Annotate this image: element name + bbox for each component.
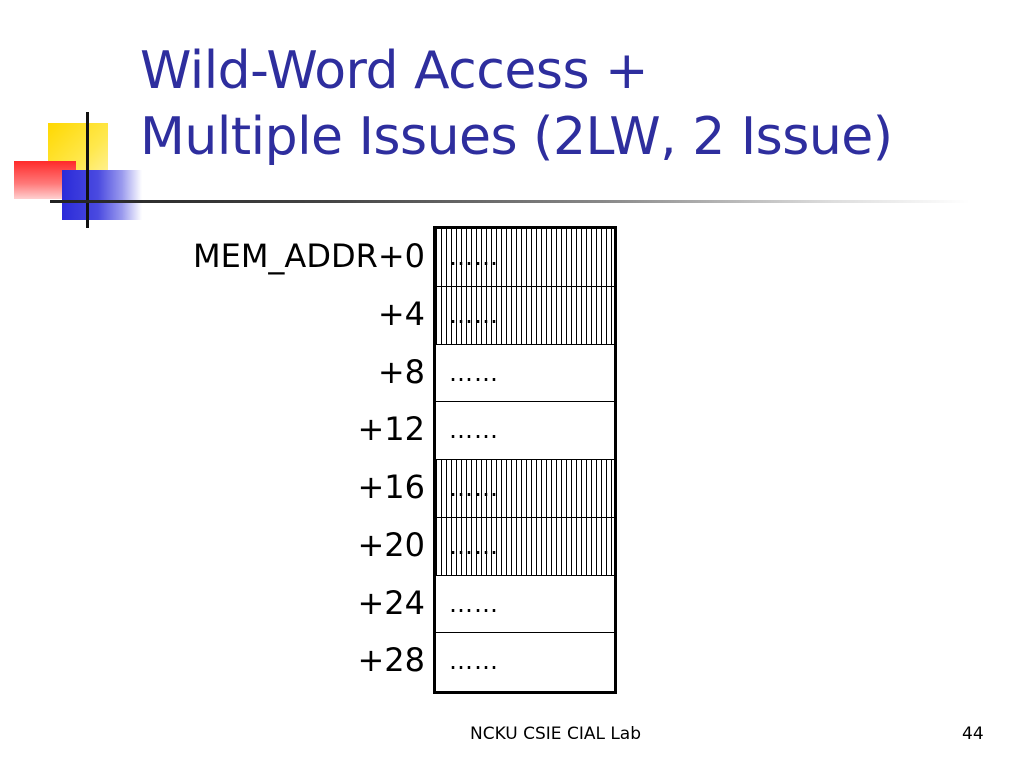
address-labels: MEM_ADDR+0 +4 +8 +12 +16 +20 +24 +28 (120, 228, 425, 690)
address-label: +28 (357, 641, 425, 680)
blue-square-icon (62, 170, 142, 220)
address-label: MEM_ADDR+0 (192, 237, 425, 275)
memory-cell-accessed: …… (436, 286, 614, 345)
address-label: +20 (357, 525, 425, 564)
memory-cell-accessed: …… (436, 229, 614, 287)
memory-cell-accessed: …… (436, 517, 614, 576)
footer-text: NCKU CSIE CIAL Lab (470, 724, 642, 744)
address-label: +24 (357, 583, 425, 622)
title-underline (50, 200, 970, 203)
memory-table: …… …… …… …… …… …… …… …… (433, 226, 617, 694)
memory-cell-accessed: …… (436, 460, 614, 518)
logo-decoration (0, 0, 200, 240)
memory-cell-value: …… (449, 647, 499, 676)
memory-cell-value: …… (449, 531, 499, 560)
slide-title-line-2: Multiple Issues (2LW, 2 Issue) (140, 107, 893, 167)
memory-cell-value: …… (449, 300, 499, 329)
memory-cell-value: …… (449, 243, 499, 271)
memory-cell: …… (436, 633, 614, 691)
slide-title-line-1: Wild-Word Access + (140, 41, 649, 101)
slide-title: Wild-Word Access + Multiple Issues (2LW,… (140, 38, 1000, 170)
memory-cell-value: …… (449, 358, 499, 387)
address-label: +16 (357, 468, 425, 506)
page-number: 44 (962, 724, 984, 744)
memory-cell: …… (436, 576, 614, 634)
memory-cell: …… (436, 402, 614, 460)
address-label: +8 (377, 352, 425, 391)
memory-cell: …… (436, 345, 614, 403)
memory-cell-value: …… (449, 589, 499, 618)
vertical-rule (86, 112, 89, 228)
memory-cell-value: …… (449, 416, 499, 445)
address-label: +12 (357, 410, 425, 449)
address-label: +4 (377, 294, 425, 333)
memory-cell-value: …… (449, 474, 499, 502)
